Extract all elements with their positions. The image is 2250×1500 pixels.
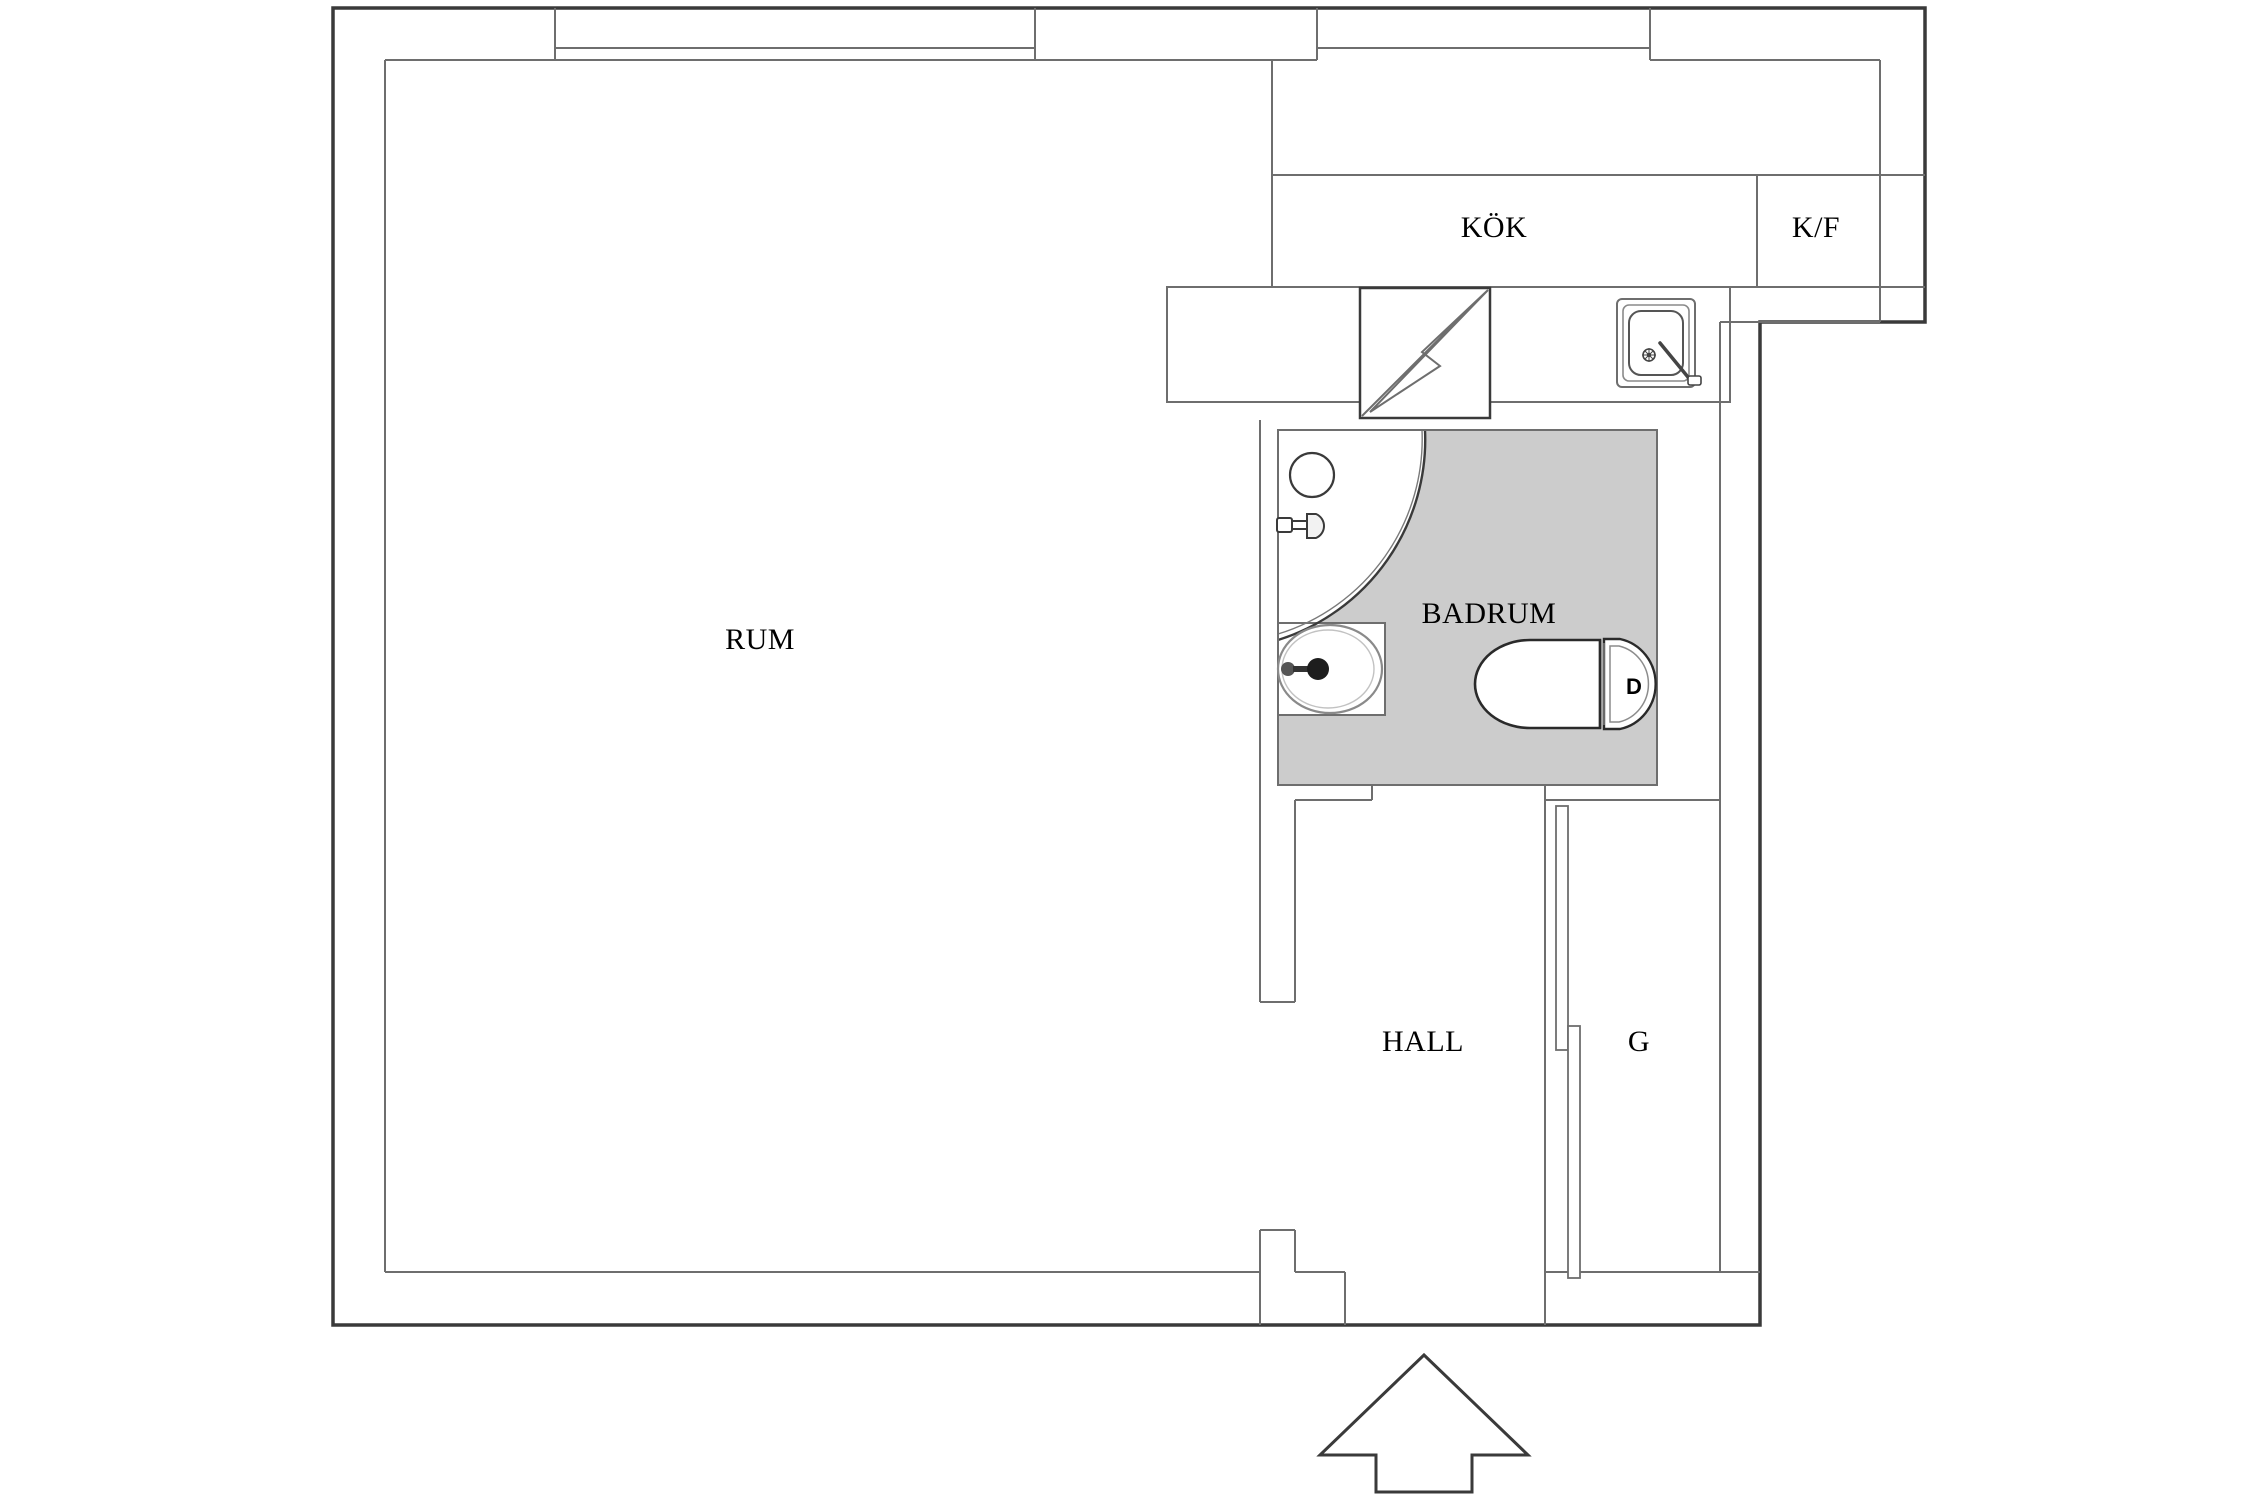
bathroom-door-jambs: [1371, 785, 1560, 801]
shower-head-icon: [1276, 513, 1325, 539]
inner-wall-face: [384, 59, 1272, 1273]
window-openings-top: [554, 8, 1655, 61]
kitchen-sink-icon: [1616, 298, 1702, 388]
room-label-kok: KÖK: [1460, 211, 1528, 244]
room-label-g: G: [1627, 1025, 1651, 1058]
entrance-arrow-icon: [1316, 1352, 1532, 1494]
room-label-rum: RUM: [725, 623, 795, 656]
shower-curtain-arc: [1277, 429, 1427, 642]
kitchen-upper-partitions: [1271, 60, 1925, 288]
outer-wall-outline: [331, 6, 1927, 1327]
stove-hob-icon: [1358, 286, 1492, 420]
room-label-kf: K/F: [1791, 211, 1841, 244]
shower-drain-icon: [1288, 451, 1336, 499]
sliding-closet-doors[interactable]: [1555, 805, 1581, 1279]
washbasin-icon: [1276, 623, 1384, 715]
room-label-badrum: BADRUM: [1421, 597, 1557, 630]
right-inner-wall-face: [1655, 59, 1881, 800]
toilet-icon: [1473, 637, 1657, 731]
bathroom-outline: [1277, 429, 1658, 786]
room-label-hall: HALL: [1382, 1025, 1464, 1058]
toilet-cistern-label: D: [1626, 674, 1642, 699]
